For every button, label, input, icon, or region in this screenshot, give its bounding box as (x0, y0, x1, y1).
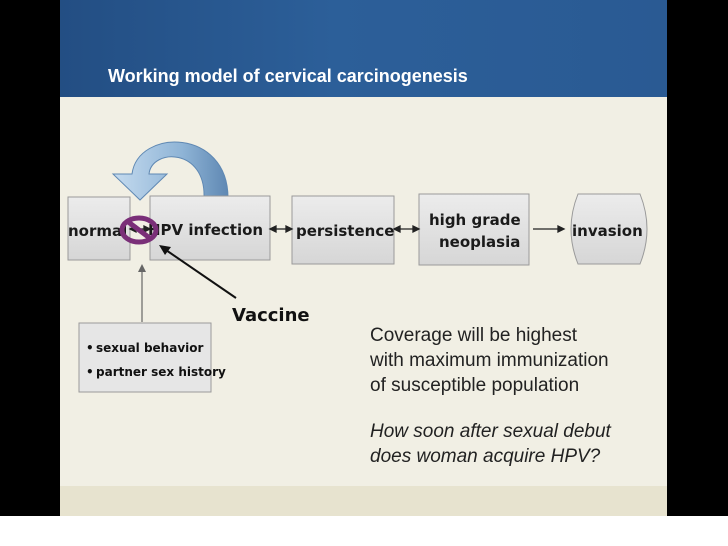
coverage-line-1: Coverage will be highest (370, 325, 578, 346)
stage-neoplasia-label: neoplasia (439, 233, 520, 251)
coverage-line-3: of susceptible population (370, 375, 579, 396)
vaccine-label: Vaccine (232, 305, 310, 326)
persistence-box (291, 195, 395, 265)
question-line-1: How soon after sexual debut (370, 421, 612, 442)
coverage-line-2: with maximum immunization (369, 350, 609, 371)
risk-factor-bullet-1: • (86, 341, 94, 355)
risk-factors-box (78, 322, 212, 393)
risk-factor-sexual-behavior: sexual behavior (96, 341, 204, 355)
stage-persistence-label: persistence (296, 222, 394, 240)
carcinogenesis-diagram: normal HPV infection persistence high gr… (67, 141, 648, 467)
risk-factor-partner-sex-history: partner sex history (96, 365, 226, 379)
invasion-box (570, 193, 648, 265)
stage-invasion-label: invasion (572, 222, 643, 240)
question-line-2: does woman acquire HPV? (370, 446, 601, 467)
stage-high-grade-label: high grade (429, 211, 521, 229)
no-symbol-icon (119, 215, 159, 245)
bottom-bar (0, 516, 728, 546)
high-grade-neoplasia-box (418, 193, 530, 266)
slide-title: Working model of cervical carcinogenesis (108, 66, 468, 86)
stage-hpv-infection-label: HPV infection (148, 221, 263, 239)
header-band (60, 0, 667, 97)
vaccine-arrow-head (159, 245, 171, 255)
curved-arrow-icon (111, 141, 229, 201)
slide: Working model of cervical carcinogenesis… (60, 0, 667, 516)
risk-factor-arrow-head (138, 264, 146, 272)
stage-normal-label: normal (68, 222, 127, 240)
footer-band (60, 486, 667, 516)
stage-arrows (128, 224, 566, 234)
hpv-infection-box (149, 195, 271, 261)
risk-factor-bullet-2: • (86, 365, 94, 379)
vaccine-arrow (162, 247, 237, 299)
